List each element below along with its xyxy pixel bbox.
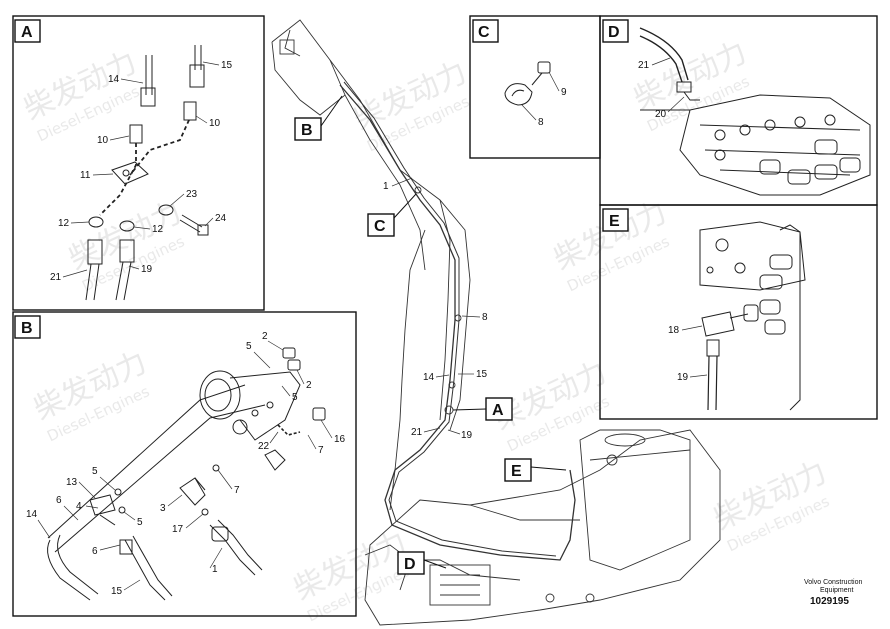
panel-c: C 9 8 <box>469 15 601 159</box>
panel-a-label-box <box>14 19 41 43</box>
valve-bank <box>679 94 871 196</box>
clamp-8 <box>504 83 533 106</box>
boom-lower-left <box>389 229 426 511</box>
svg-text:7: 7 <box>318 445 324 456</box>
svg-text:21: 21 <box>638 60 650 71</box>
block-e <box>699 221 806 291</box>
svg-text:19: 19 <box>677 372 689 383</box>
panel-e-callouts: 18 19 <box>668 325 708 383</box>
svg-text:1: 1 <box>212 564 218 575</box>
callout-main-1: 1 <box>383 181 389 192</box>
callout-main-8: 8 <box>482 312 488 323</box>
boom-outline-left <box>271 41 426 271</box>
panel-d-letter: D <box>608 24 620 41</box>
svg-text:15: 15 <box>221 60 233 71</box>
panel-e: E 18 19 <box>599 204 878 420</box>
footer: Volvo Construction Equipment 1029195 <box>804 579 862 607</box>
svg-text:14: 14 <box>26 509 38 520</box>
flag-b[interactable]: B <box>294 95 343 141</box>
svg-text:18: 18 <box>668 325 680 336</box>
svg-text:10: 10 <box>97 135 109 146</box>
svg-text:5: 5 <box>92 466 98 477</box>
panel-b-callouts: 2 5 2 5 22 16 7 5 13 6 4 7 3 5 <box>26 331 346 597</box>
svg-text:2: 2 <box>262 331 268 342</box>
panel-c-letter: C <box>478 24 490 41</box>
svg-text:21: 21 <box>50 272 62 283</box>
svg-text:14: 14 <box>108 74 120 85</box>
svg-text:17: 17 <box>172 524 184 535</box>
panel-d: D 21 20 <box>599 15 878 206</box>
footer-company: Volvo Construction <box>804 579 862 586</box>
svg-text:23: 23 <box>186 189 198 200</box>
panel-d-callouts: 21 20 <box>638 57 685 120</box>
main-callouts: 1 8 14 15 21 19 <box>383 177 488 441</box>
flag-d[interactable]: D <box>397 551 447 575</box>
svg-text:11: 11 <box>80 170 91 181</box>
watermark-layer: 柴发动力 Diesel-Engines 柴发动力 Diesel-Engines … <box>19 35 833 626</box>
svg-text:19: 19 <box>141 264 153 275</box>
panel-a-frame <box>12 15 265 311</box>
main-flags: B C A E D <box>294 95 567 575</box>
valve-block-main <box>429 564 491 606</box>
svg-text:9: 9 <box>561 87 567 98</box>
svg-text:5: 5 <box>137 517 143 528</box>
main-hose-run-2 <box>343 81 557 557</box>
svg-text:6: 6 <box>56 495 62 506</box>
boom-mid <box>439 199 451 421</box>
panel-c-callouts: 9 8 <box>521 71 567 128</box>
svg-text:C: C <box>374 218 386 235</box>
svg-text:16: 16 <box>334 434 346 445</box>
svg-text:8: 8 <box>538 117 544 128</box>
flag-e[interactable]: E <box>504 458 567 482</box>
callout-main-15: 15 <box>476 369 488 380</box>
panel-a: A <box>12 15 265 311</box>
panel-b-frame <box>12 311 357 617</box>
svg-text:13: 13 <box>66 477 78 488</box>
svg-text:6: 6 <box>92 546 98 557</box>
document-number: 1029195 <box>810 596 849 607</box>
plate-11 <box>111 161 149 185</box>
svg-text:15: 15 <box>111 586 123 597</box>
svg-text:4: 4 <box>76 501 82 512</box>
panel-e-frame <box>599 204 878 420</box>
svg-text:24: 24 <box>215 213 227 224</box>
svg-text:7: 7 <box>234 485 240 496</box>
svg-text:B: B <box>301 122 313 139</box>
panel-b-letter: B <box>21 320 33 337</box>
panel-c-label-box <box>472 19 499 43</box>
panel-e-letter: E <box>609 213 620 230</box>
flag-c[interactable]: C <box>367 193 417 237</box>
tank-body <box>579 429 691 571</box>
upper-frame <box>364 429 721 626</box>
main-drawing <box>271 19 721 626</box>
panel-a-callouts: 14 15 10 10 11 23 12 12 24 21 19 <box>50 60 233 283</box>
svg-text:12: 12 <box>58 218 70 229</box>
panel-a-letter: A <box>21 24 33 41</box>
footer-sub: Equipment <box>820 587 854 594</box>
tee-18 <box>701 311 735 337</box>
flag-a[interactable]: A <box>452 397 513 421</box>
panel-e-label-box <box>602 208 629 232</box>
panel-d-label-box <box>602 19 629 43</box>
svg-text:E: E <box>511 463 522 480</box>
callout-main-21: 21 <box>411 427 423 438</box>
callout-main-14: 14 <box>423 372 435 383</box>
svg-text:2: 2 <box>306 380 312 391</box>
panel-b-label-box <box>14 315 41 339</box>
svg-text:5: 5 <box>246 341 252 352</box>
callout-main-19: 19 <box>461 430 473 441</box>
svg-text:20: 20 <box>655 109 667 120</box>
main-hose-run <box>339 84 576 561</box>
svg-text:A: A <box>492 402 504 419</box>
svg-text:22: 22 <box>258 441 270 452</box>
panel-b: B <box>12 311 357 617</box>
svg-text:12: 12 <box>152 224 164 235</box>
svg-text:5: 5 <box>292 392 298 403</box>
svg-text:3: 3 <box>160 503 166 514</box>
svg-text:10: 10 <box>209 118 221 129</box>
svg-text:D: D <box>404 556 416 573</box>
